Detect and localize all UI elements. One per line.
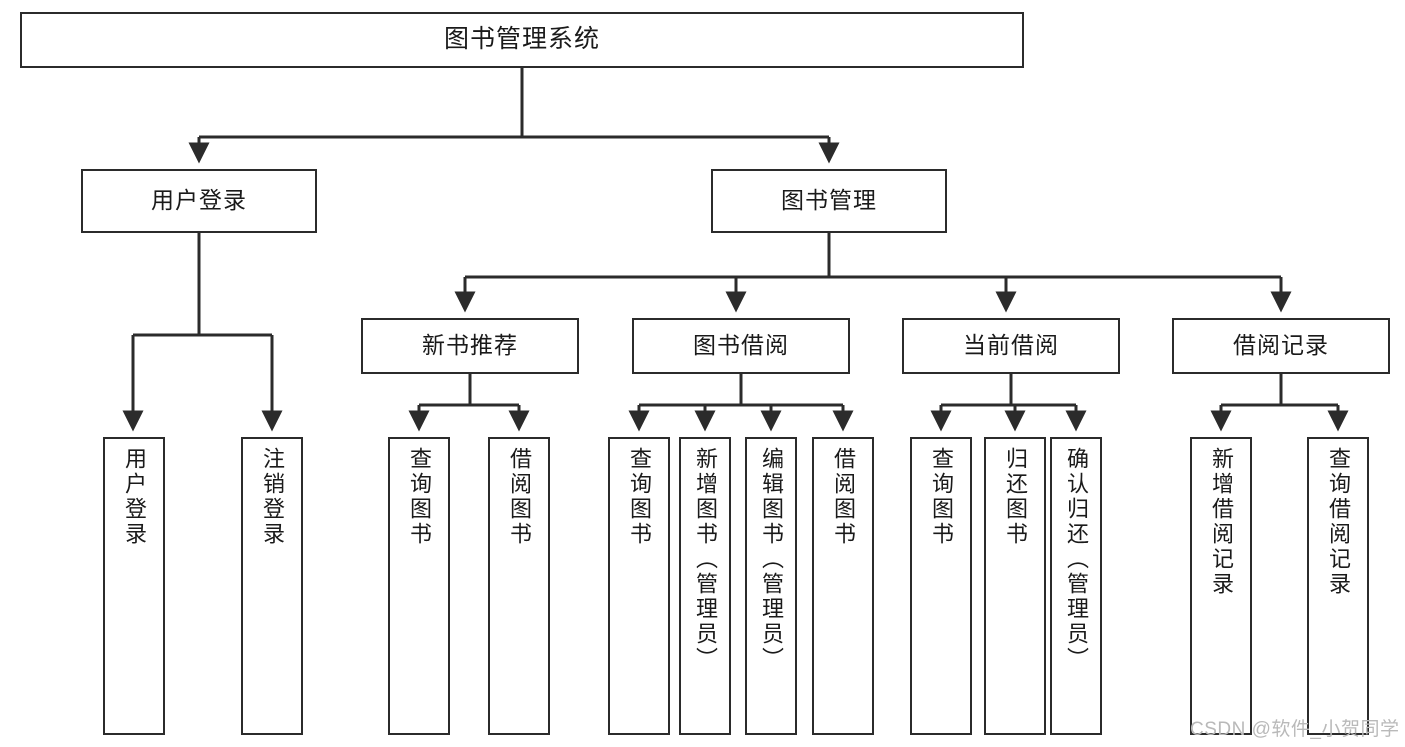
node-leaf-query-book-1[interactable]: 查询图书 (388, 437, 450, 735)
node-label: 图书管理 (781, 187, 877, 214)
node-leaf-return-book[interactable]: 归还图书 (984, 437, 1046, 735)
node-label: 查询图书 (627, 447, 652, 547)
node-leaf-borrow-book-1[interactable]: 借阅图书 (488, 437, 550, 735)
node-label: 新书推荐 (422, 332, 518, 359)
node-leaf-logout-login[interactable]: 注销登录 (241, 437, 303, 735)
node-book-management[interactable]: 图书管理 (711, 169, 947, 233)
node-label: 确认归还（管理员） (1064, 447, 1089, 672)
node-leaf-add-book-admin[interactable]: 新增图书（管理员） (679, 437, 731, 735)
node-label: 图书借阅 (693, 332, 789, 359)
node-label: 用户登录 (151, 187, 247, 214)
node-leaf-query-book-3[interactable]: 查询图书 (910, 437, 972, 735)
node-label: 用户登录 (122, 447, 147, 547)
node-current-borrow[interactable]: 当前借阅 (902, 318, 1120, 374)
node-leaf-user-login[interactable]: 用户登录 (103, 437, 165, 735)
node-new-book-recommend[interactable]: 新书推荐 (361, 318, 579, 374)
node-leaf-confirm-return-admin[interactable]: 确认归还（管理员） (1050, 437, 1102, 735)
node-label: 当前借阅 (963, 332, 1059, 359)
node-label: 查询图书 (407, 447, 432, 547)
node-label: 归还图书 (1003, 447, 1028, 547)
node-leaf-query-book-2[interactable]: 查询图书 (608, 437, 670, 735)
node-borrow-record[interactable]: 借阅记录 (1172, 318, 1390, 374)
node-label: 图书管理系统 (443, 25, 600, 54)
node-label: 查询图书 (929, 447, 954, 547)
watermark-text: CSDN @软件_小贺同学 (1190, 719, 1400, 740)
node-user-login[interactable]: 用户登录 (81, 169, 317, 233)
node-leaf-add-borrow-record[interactable]: 新增借阅记录 (1190, 437, 1252, 735)
node-label: 注销登录 (260, 447, 285, 547)
node-label: 查询借阅记录 (1326, 447, 1351, 597)
node-book-borrow[interactable]: 图书借阅 (632, 318, 850, 374)
node-leaf-edit-book-admin[interactable]: 编辑图书（管理员） (745, 437, 797, 735)
node-label: 新增借阅记录 (1209, 447, 1234, 597)
node-label: 借阅图书 (507, 447, 532, 547)
node-label: 借阅记录 (1233, 332, 1329, 359)
node-leaf-query-borrow-record[interactable]: 查询借阅记录 (1307, 437, 1369, 735)
node-label: 借阅图书 (831, 447, 856, 547)
node-leaf-borrow-book-2[interactable]: 借阅图书 (812, 437, 874, 735)
node-label: 编辑图书（管理员） (759, 447, 784, 672)
node-label: 新增图书（管理员） (693, 447, 718, 672)
node-root-book-management-system[interactable]: 图书管理系统 (20, 12, 1024, 68)
